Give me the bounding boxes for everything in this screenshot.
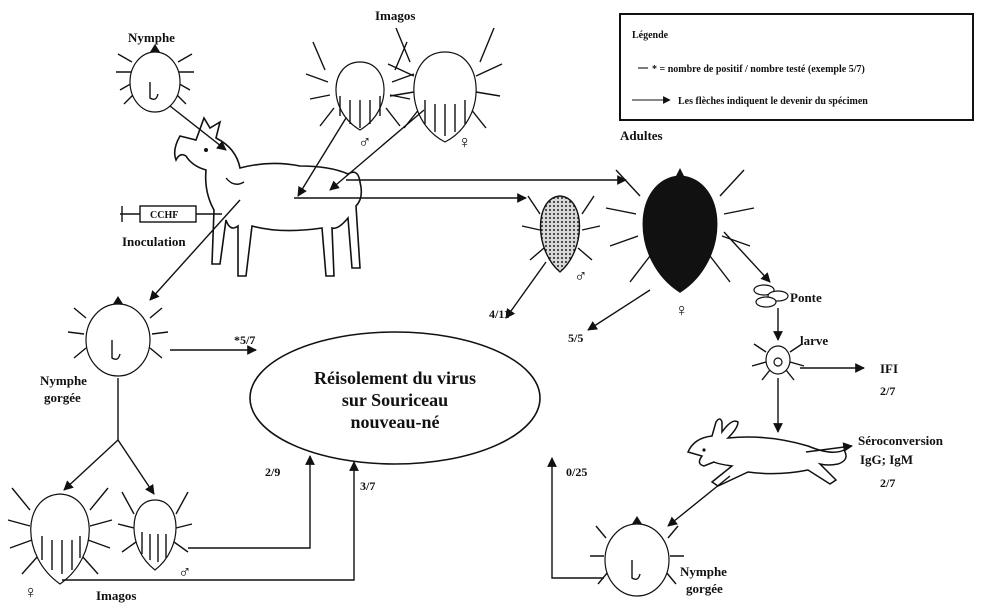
ratio-imago-male: 3/7	[360, 479, 375, 493]
ratio-nymph-left: *5/7	[234, 333, 255, 347]
imago-female-tick-bottom: ♀	[8, 488, 112, 602]
arrow-female-to-eggs	[724, 232, 770, 282]
eggs-icon	[754, 285, 788, 307]
ratio-female-adult: 5/5	[568, 331, 583, 345]
arrow-female-to-center	[588, 290, 650, 330]
legend-row-arrows: Les flèches indiquent le devenir du spéc…	[678, 96, 868, 107]
adult-female-tick: ♀	[606, 168, 754, 320]
larva-tick	[752, 344, 804, 380]
center-line-2: sur Souriceau	[342, 390, 448, 410]
female-symbol-icon: ♀	[458, 132, 472, 152]
label-nymphe-gorgee-bottom-2: gorgée	[686, 581, 723, 596]
imago-male-bottom-symbol-icon: ♂	[178, 562, 192, 582]
syringe-icon: CCHF	[120, 206, 222, 222]
arrow-rabbit-to-nymph	[668, 476, 730, 526]
label-ifi: IFI	[880, 361, 898, 376]
label-nymphe-gorgee-left-2: gorgée	[44, 390, 81, 405]
label-adultes: Adultes	[620, 128, 663, 143]
legend-title: Légende	[632, 30, 669, 41]
arrow-branch-to-female	[64, 440, 118, 490]
label-imagos-top: Imagos	[375, 8, 415, 23]
imago-female-symbol-icon: ♀	[24, 582, 38, 602]
label-nymphe-gorgee-left-1: Nymphe	[40, 373, 87, 388]
nymph-engorged-left	[68, 296, 168, 376]
nymph-tick-top	[116, 44, 194, 112]
center-line-3: nouveau-né	[350, 412, 439, 432]
ifi-ratio: 2/7	[880, 384, 895, 398]
center-line-1: Réisolement du virus	[314, 368, 476, 388]
imago-male-tick-bottom: ♂	[118, 492, 192, 582]
adult-male-symbol-icon: ♂	[574, 266, 588, 286]
ratio-nymph-bottom: 0/25	[566, 465, 587, 479]
label-nymphe: Nymphe	[128, 30, 175, 45]
ratio-male-adult: 4/11	[489, 307, 510, 321]
label-larve: larve	[800, 333, 828, 348]
male-symbol-icon: ♂	[358, 132, 372, 152]
nymph-engorged-bottom	[590, 516, 684, 596]
adult-female-symbol-icon: ♀	[675, 300, 689, 320]
label-ponte: Ponte	[790, 290, 822, 305]
syringe-label: CCHF	[150, 210, 178, 221]
goat-illustration	[175, 118, 362, 276]
adult-male-tick: ♂	[522, 196, 600, 286]
label-igg-igm: IgG; IgM	[860, 452, 913, 467]
arrow-male-imago-to-center	[188, 456, 310, 548]
legend-row-ratio: * = nombre de positif / nombre testé (ex…	[652, 64, 865, 75]
imago-male-tick-top: ♂	[306, 42, 414, 152]
legend-box: Légende * = nombre de positif / nombre t…	[620, 14, 973, 120]
label-inoculation: Inoculation	[122, 234, 186, 249]
label-imagos-bottom: Imagos	[96, 588, 136, 603]
ratio-imago-female: 2/9	[265, 465, 280, 479]
label-nymphe-gorgee-bottom-1: Nymphe	[680, 564, 727, 579]
arrow-male-to-center	[506, 262, 546, 318]
sero-ratio: 2/7	[880, 476, 895, 490]
arrow-branch-to-male	[118, 440, 154, 494]
label-seroconversion: Séroconversion	[858, 433, 944, 448]
rabbit-illustration	[688, 419, 846, 486]
